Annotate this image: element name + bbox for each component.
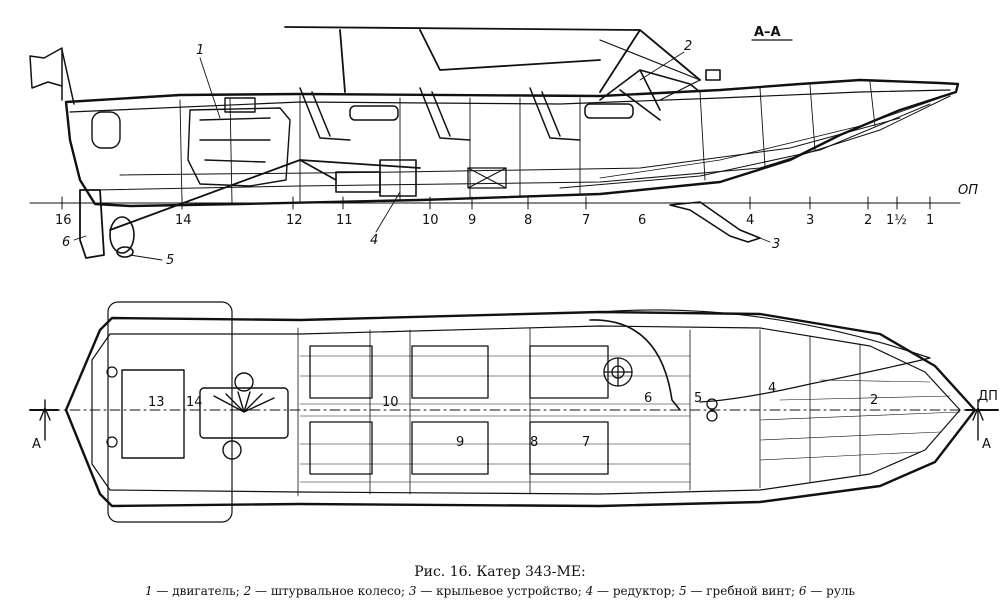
station-label: 6 [638,213,646,228]
station-label: 11 [336,213,353,228]
plan-label-14: 14 [186,395,203,410]
side-view [29,26,961,261]
legend-text: штурвальное колесо [270,584,401,598]
section-mark-left: А [32,437,41,452]
legend-num: 5 [678,584,687,598]
legend-num: 2 [243,584,252,598]
legend-text: редуктор [612,584,672,598]
hydrofoil [669,201,761,243]
plan-label-7: 7 [582,435,590,450]
plan-view [29,301,999,523]
legend-text: гребной винт [706,584,791,598]
propeller-shaft [109,159,421,231]
steering-wheel [599,69,721,121]
station-label: 1½ [886,213,907,228]
plan-label-6: 6 [644,391,652,406]
station-label: 4 [746,213,754,228]
canopy [284,26,701,93]
baseline-label: ОП [958,183,978,198]
callout-reduction-gear: 4 [370,233,378,248]
station-label: 8 [524,213,532,228]
steering-wheel-plan [603,357,633,387]
flag [29,47,63,101]
callout-rudder: 6 [62,235,70,250]
propeller [109,216,135,258]
caption-title: Рис. 16. Катер 343-МЕ: [414,564,586,580]
plan-label-8: 8 [530,435,538,450]
plan-label-9: 9 [456,435,464,450]
legend-text: двигатель [172,584,236,598]
boat-drawing: А–А ОП ДП А А 16 14 12 11 10 9 8 7 6 4 3… [29,25,999,523]
callout-labels: 1 2 3 4 5 6 [62,39,780,268]
legend-num: 1 [144,584,153,598]
plan-labels: 13 14 10 9 8 7 6 5 4 2 [148,381,878,450]
station-labels: 16 14 12 11 10 9 8 7 6 4 3 2 1½ 1 [55,213,934,228]
caption-legend: 1 — двигатель; 2 — штурвальное колесо; 3… [144,584,856,598]
legend-num: 4 [585,584,594,598]
station-label: 16 [55,213,72,228]
hull-side [64,78,960,208]
seats [299,87,634,141]
section-label: А–А [754,25,781,40]
legend-num: 3 [408,584,417,598]
centerline-label: ДП [978,389,998,404]
plan-label-13: 13 [148,395,165,410]
callout-propeller: 5 [166,253,174,268]
engine [187,97,291,187]
station-label: 12 [286,213,303,228]
figure-caption: Рис. 16. Катер 343-МЕ: 1 — двигатель; 2 … [0,560,1000,600]
rudder [79,189,105,259]
legend-text: руль [826,584,856,598]
plan-label-4: 4 [768,381,776,396]
engine-plan [199,372,289,460]
callout-hydrofoil: 3 [772,237,780,252]
legend-num: 6 [798,584,807,598]
fuel-tank [121,369,185,459]
station-label: 9 [468,213,476,228]
legend-text: крыльевое устройство [436,584,578,598]
section-mark-right: А [982,437,991,452]
plan-label-5: 5 [694,391,702,406]
plan-label-2: 2 [870,393,878,408]
callout-engine: 1 [196,43,204,58]
station-label: 7 [582,213,590,228]
seats-plan [309,345,609,475]
station-label: 1 [926,213,934,228]
reduction-gear [299,159,417,197]
station-label: 10 [422,213,439,228]
station-label: 14 [175,213,192,228]
station-label: 2 [864,213,872,228]
callout-steering-wheel: 2 [684,39,692,54]
station-label: 3 [806,213,814,228]
plan-label-10: 10 [382,395,399,410]
